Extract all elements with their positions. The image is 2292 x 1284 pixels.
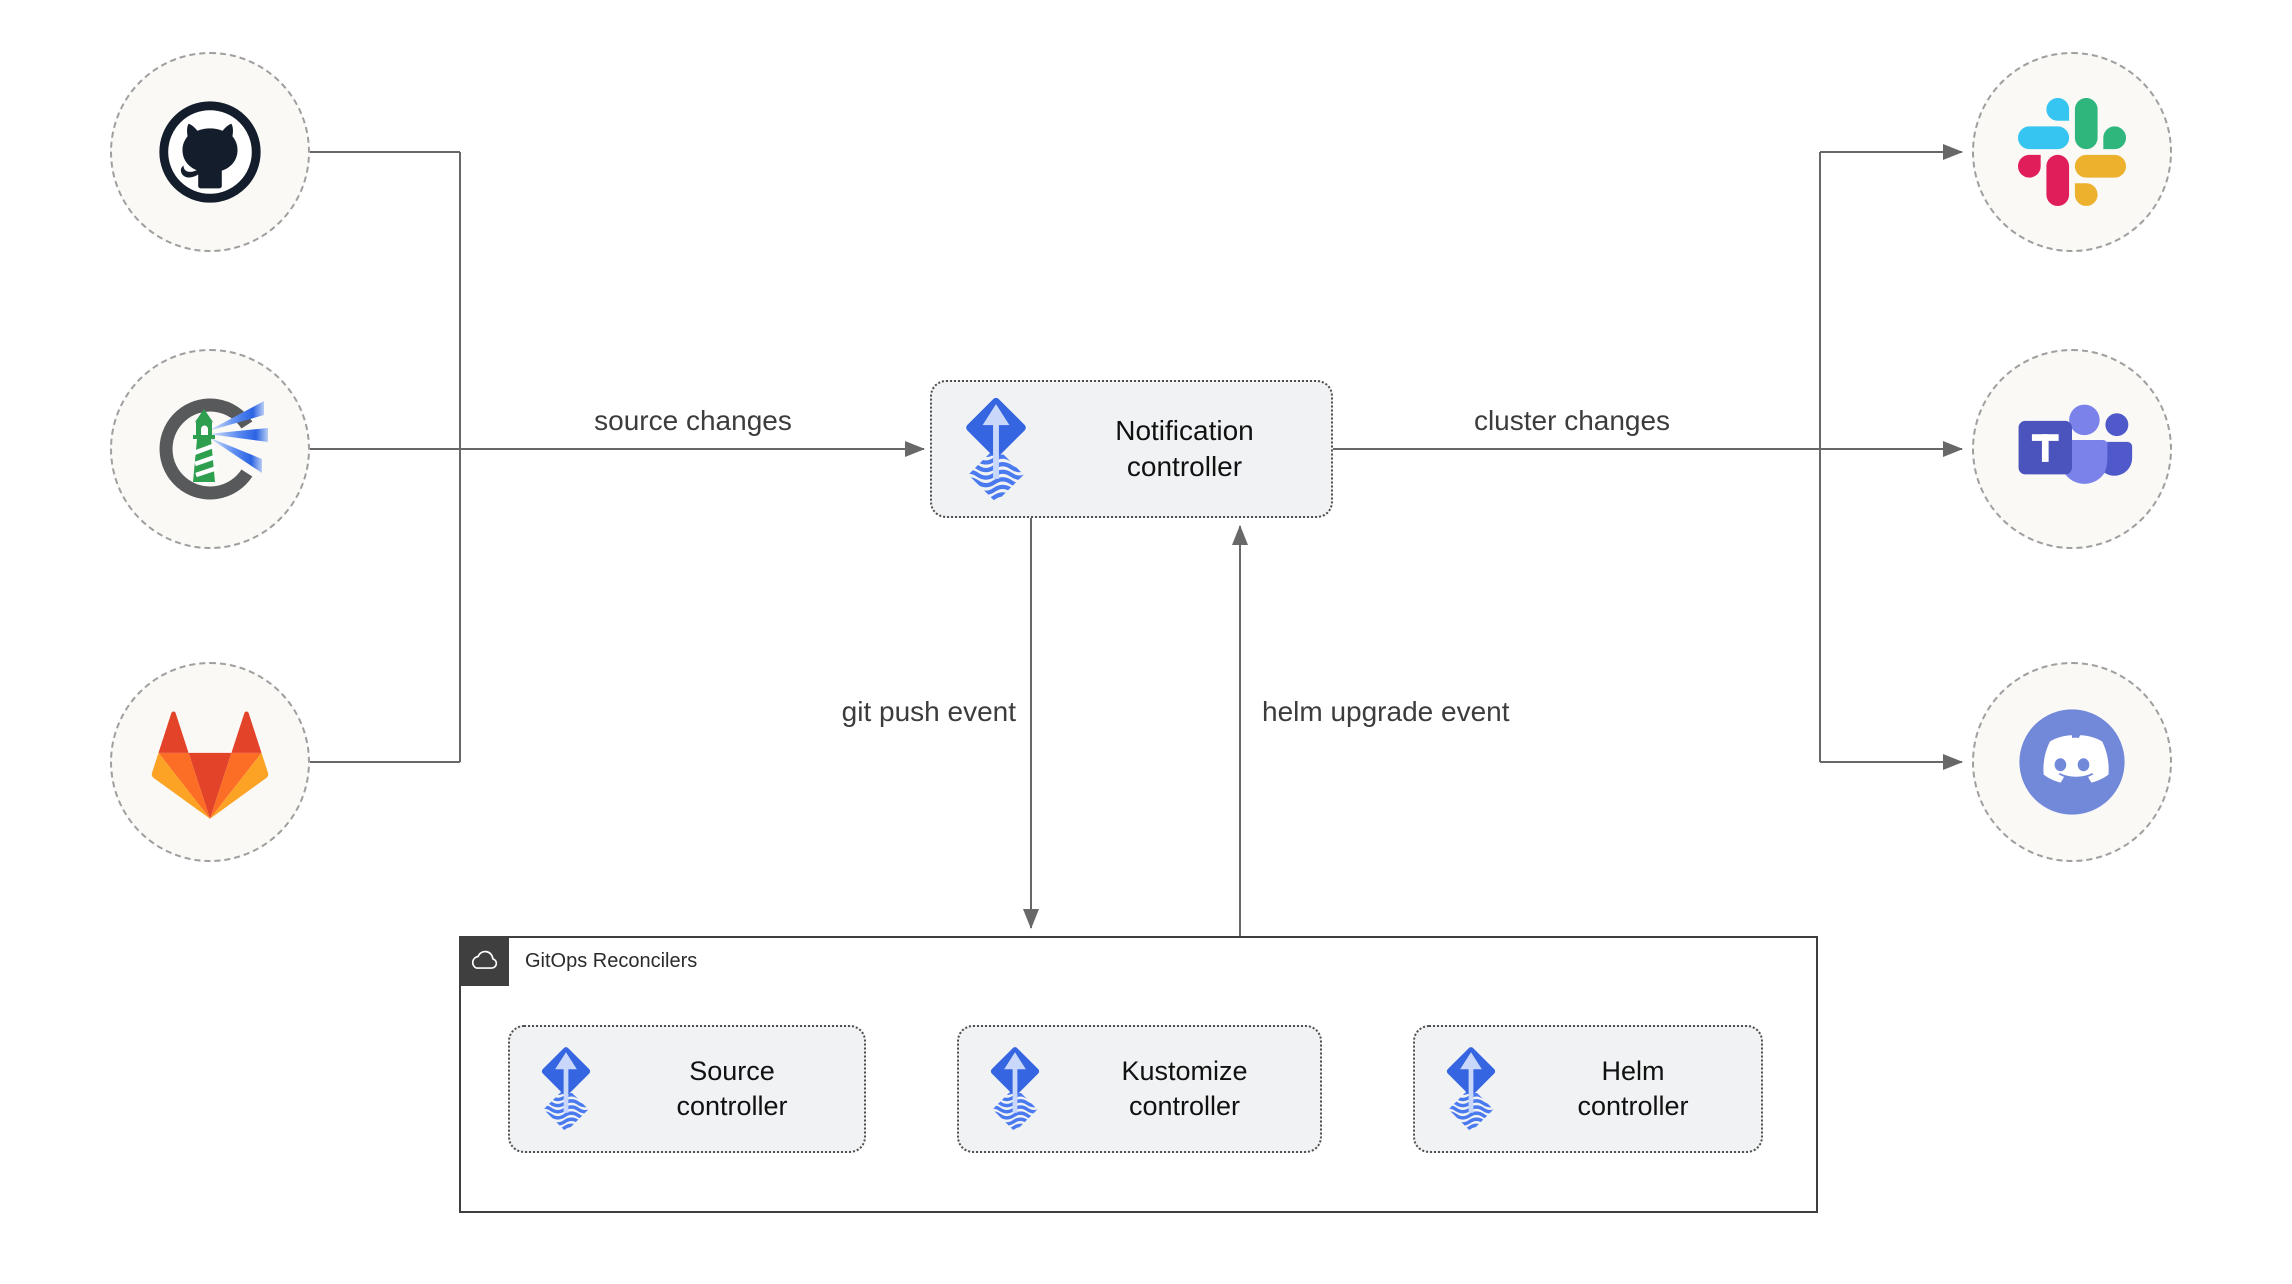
target-node-teams xyxy=(1972,349,2172,549)
github-icon xyxy=(159,101,261,203)
flux-icon xyxy=(954,394,1038,505)
source-controller-label: Source controller xyxy=(676,1055,788,1121)
flux-icon xyxy=(1437,1044,1505,1134)
harbor-icon xyxy=(159,398,268,500)
flux-icon xyxy=(532,1044,600,1134)
flux-icon xyxy=(981,1044,1049,1134)
kustomize-controller-label: Kustomize controller xyxy=(1121,1055,1248,1121)
microsoft-teams-icon xyxy=(2018,404,2133,484)
target-node-slack xyxy=(1972,52,2172,252)
source-node-github xyxy=(110,52,310,252)
helm-controller-node: Helm controller xyxy=(1413,1025,1763,1153)
slack-icon xyxy=(2018,98,2126,206)
source-node-gitlab xyxy=(110,662,310,862)
gitlab-icon xyxy=(151,710,269,819)
gitops-title: GitOps Reconcilers xyxy=(525,950,698,972)
discord-icon xyxy=(2019,709,2125,815)
edge-label-source-changes: source changes xyxy=(594,405,792,436)
source-controller-node: Source controller xyxy=(508,1025,866,1153)
notification-controller-node: Notification controller xyxy=(930,380,1333,518)
edge-label-cluster-changes: cluster changes xyxy=(1473,405,1671,436)
cloud-icon xyxy=(466,943,502,979)
edge-label-git-push-event: git push event xyxy=(841,696,1016,727)
gitops-badge xyxy=(459,936,509,986)
helm-controller-label: Helm controller xyxy=(1577,1055,1689,1121)
edge-label-helm-upgrade-event: helm upgrade event xyxy=(1262,696,1510,727)
source-node-harbor xyxy=(110,349,310,549)
target-node-discord xyxy=(1972,662,2172,862)
kustomize-controller-node: Kustomize controller xyxy=(957,1025,1322,1153)
notification-controller-label: Notification controller xyxy=(1115,414,1254,482)
